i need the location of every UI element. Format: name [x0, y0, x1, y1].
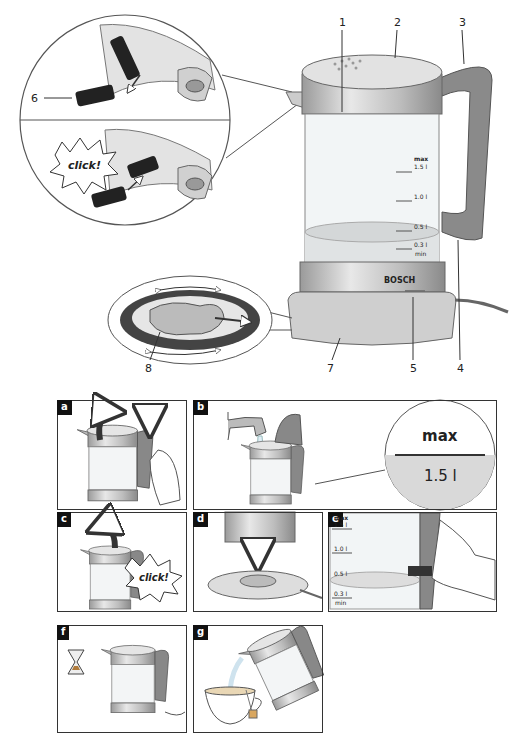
step-letter: c — [57, 512, 71, 527]
step-panel: d — [193, 512, 323, 612]
scale-mark: min — [335, 600, 346, 606]
scale-mark: 1.5 l — [414, 164, 427, 170]
scale-mark: max — [334, 515, 348, 521]
step-panel: g — [193, 625, 323, 733]
step-letter: b — [193, 400, 208, 415]
click-text: click! — [68, 160, 101, 171]
scale-mark: 0.3 l — [414, 242, 427, 248]
scale-mark: min — [415, 251, 426, 257]
step-panel: e — [328, 512, 497, 612]
step-letter: f — [57, 625, 69, 640]
callout-number: 3 — [459, 17, 466, 28]
scale-mark: 0.3 l — [334, 591, 347, 597]
callout-number: 7 — [327, 363, 334, 374]
scale-mark: 1.5 l — [424, 469, 457, 484]
callout-number: 4 — [457, 363, 464, 374]
scale-mark: max — [414, 156, 428, 162]
click-text: click! — [139, 573, 169, 583]
step-letter: a — [57, 400, 72, 415]
callout-number: 1 — [339, 17, 346, 28]
callout-number: 2 — [394, 17, 401, 28]
scale-mark: 1.5 l — [334, 522, 347, 528]
step-panel: b — [193, 400, 497, 510]
scale-mark: 0.5 l — [334, 571, 347, 577]
brand-name: BOSCH — [384, 277, 415, 285]
step-letter: d — [193, 512, 208, 527]
callout-number: 6 — [31, 93, 38, 104]
step-panel: a — [57, 400, 187, 510]
step-letter: g — [193, 625, 208, 640]
callout-number: 5 — [410, 363, 417, 374]
step-panel: c — [57, 512, 187, 612]
scale-mark: 1.0 l — [334, 546, 347, 552]
scale-mark: 1.0 l — [414, 194, 427, 200]
callout-number: 8 — [145, 363, 152, 374]
step-panel: f — [57, 625, 187, 733]
scale-mark: 0.5 l — [414, 224, 427, 230]
scale-mark: max — [422, 429, 457, 444]
